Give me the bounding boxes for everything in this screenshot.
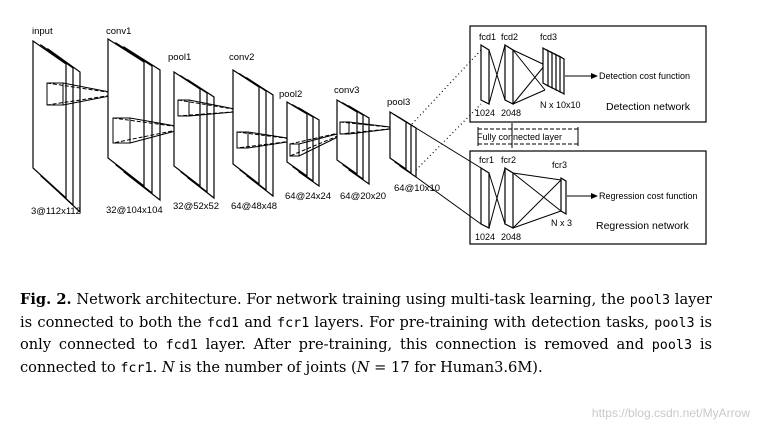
pool3-to-fcr1-line-lower	[415, 176, 482, 225]
shared-fc-label: Fully connected layer	[477, 132, 562, 142]
input-layer	[32, 39, 81, 214]
pool3-layer	[389, 110, 417, 179]
fcr1-layer	[480, 166, 490, 229]
detection-network-title: Detection network	[606, 101, 691, 113]
code-fcr1: fcr1	[277, 315, 310, 331]
fcr1-label: fcr1	[479, 155, 494, 165]
watermark: https://blog.csdn.net/MyArrow	[591, 406, 750, 420]
fcr3-label: fcr3	[552, 160, 567, 170]
regression-network-box	[469, 150, 707, 245]
regression-arrow-icon	[591, 193, 598, 199]
detection-network-box	[469, 25, 707, 123]
code-fcd1: fcd1	[165, 338, 198, 354]
fcd2-label: fcd2	[501, 32, 518, 42]
figure-caption: Fig. 2. Network architecture. For networ…	[20, 291, 713, 376]
fcd2-layer	[504, 43, 514, 105]
code-fcd1: fcd1	[206, 315, 240, 331]
code-pool3: pool3	[654, 315, 695, 331]
pool2-size-label: 64@24x24	[285, 191, 331, 202]
code-pool3: pool3	[651, 338, 693, 354]
pool3-to-fcd1-dotted	[411, 49, 482, 125]
conv3-label: conv3	[334, 85, 359, 96]
fcd1-label: fcd1	[479, 32, 496, 42]
conv1-layer	[107, 37, 161, 202]
fcr2-units: 2048	[501, 232, 521, 242]
fcr2-layer	[504, 166, 514, 229]
input-label: input	[32, 26, 53, 37]
conv2-size-label: 64@48x48	[231, 201, 277, 212]
fcd3-layer	[542, 46, 565, 96]
conv2-label: conv2	[229, 52, 254, 63]
conv3-size-label: 64@20x20	[340, 191, 386, 202]
fcr1-units: 1024	[475, 232, 495, 242]
pool3-size-label: 64@10x10	[394, 183, 440, 194]
fcd1-units: 1024	[475, 108, 495, 118]
conv1-size-label: 32@104x104	[106, 205, 163, 216]
pool3-to-fcd1-dotted-lower	[415, 103, 482, 171]
regression-cost-label: Regression cost function	[599, 191, 698, 201]
code-pool3: pool3	[629, 293, 671, 308]
pool1-size-label: 32@52x52	[173, 201, 219, 212]
detection-arrow-icon	[591, 73, 598, 79]
fcd2-units: 2048	[501, 108, 521, 118]
conv2-layer	[232, 68, 274, 198]
detection-cost-label: Detection cost function	[599, 71, 690, 81]
var-n: N	[161, 358, 175, 376]
pool1-label: pool1	[168, 52, 191, 63]
fcr3-layer	[560, 176, 567, 216]
conv3-layer	[336, 98, 370, 186]
fcd1-layer	[480, 43, 490, 105]
pool1-layer	[173, 70, 215, 200]
pool2-label: pool2	[279, 89, 302, 100]
input-size-label: 3@112x112	[31, 206, 81, 217]
code-fcr1: fcr1	[120, 360, 153, 376]
fcr3-units: N x 3	[551, 218, 572, 228]
var-n: N	[356, 358, 370, 376]
network-architecture-diagram: input 3@112x112 conv1 32@104x104 pool1 3…	[31, 25, 707, 245]
fcd3-units: N x 10x10	[540, 100, 581, 110]
pool3-to-fcr1-line	[415, 127, 482, 169]
conv1-label: conv1	[106, 26, 131, 37]
pool3-label: pool3	[387, 97, 410, 108]
shared-fc-bracket	[477, 123, 579, 148]
fcd3-label: fcd3	[540, 32, 557, 42]
figure-number: Fig. 2.	[20, 291, 72, 308]
fcr2-label: fcr2	[501, 155, 516, 165]
regression-network-title: Regression network	[596, 220, 690, 232]
